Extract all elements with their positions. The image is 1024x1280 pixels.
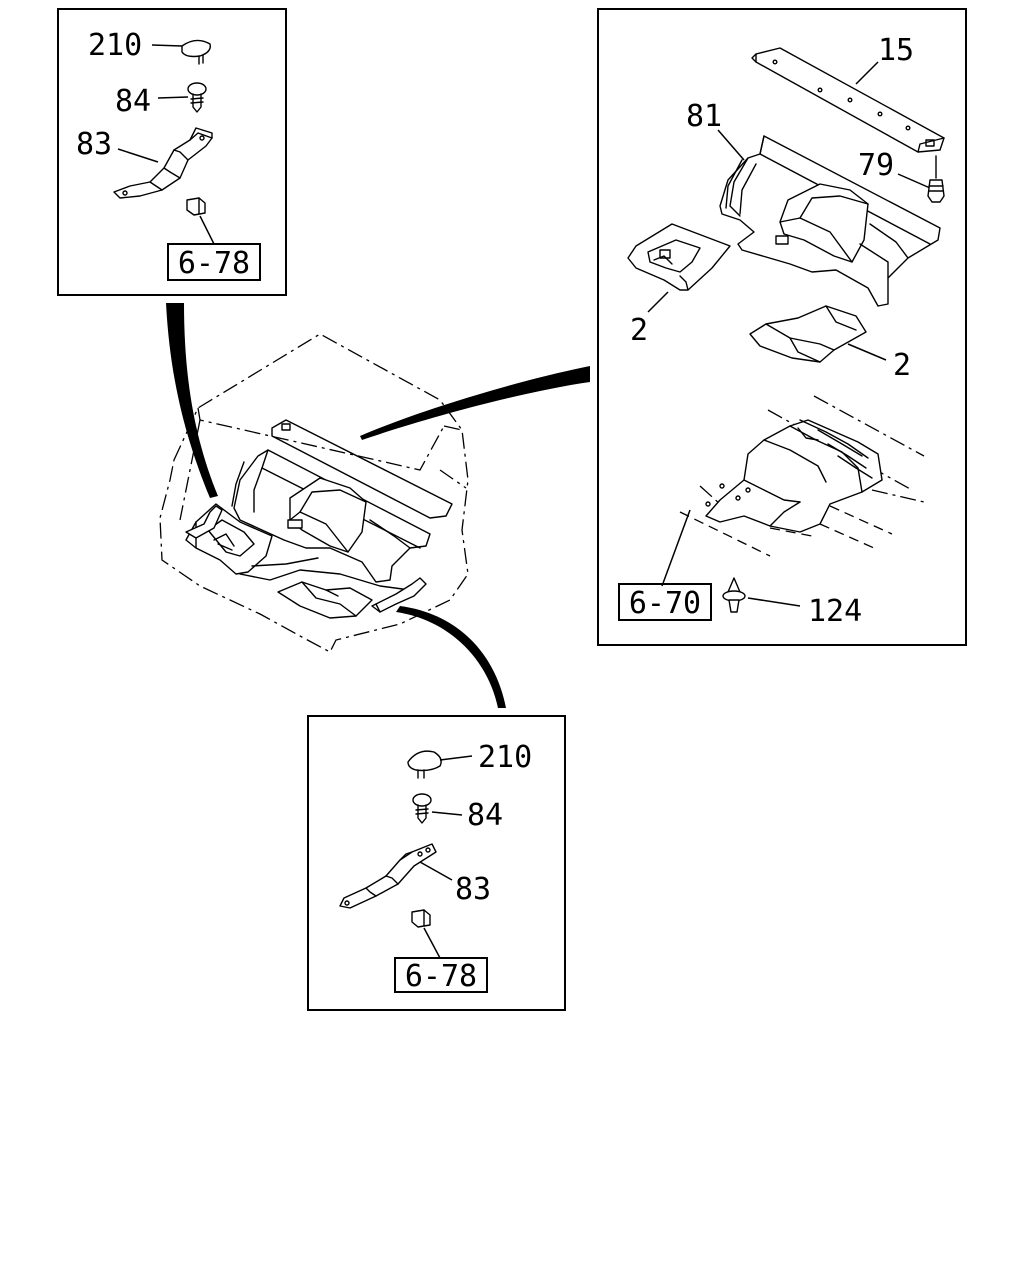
insulator-81 bbox=[719, 135, 941, 307]
cap-210-bottom bbox=[407, 750, 442, 779]
ref-6-78-top[interactable]: 6-78 bbox=[178, 246, 250, 281]
connector-right bbox=[360, 366, 590, 440]
screw-84-top bbox=[187, 82, 207, 113]
bracket-83-bottom bbox=[339, 843, 437, 909]
ref-6-78-bottom[interactable]: 6-78 bbox=[405, 959, 477, 994]
bracket-83-top bbox=[113, 127, 213, 199]
label-2-left: 2 bbox=[630, 313, 648, 348]
bottom-panel-border bbox=[307, 715, 566, 1011]
right-detail-panel: 15 81 bbox=[597, 8, 967, 646]
label-83-top: 83 bbox=[76, 127, 112, 162]
label-15: 15 bbox=[878, 33, 914, 68]
panel-15 bbox=[751, 47, 945, 153]
bottom-detail-panel: 210 84 83 6-78 bbox=[307, 715, 566, 1011]
cab-assembly bbox=[159, 333, 469, 653]
top-left-panel-border bbox=[57, 8, 287, 296]
ref-box-6-70[interactable] bbox=[618, 583, 712, 621]
clip-top bbox=[186, 197, 206, 216]
label-81: 81 bbox=[686, 99, 722, 134]
cap-210-top bbox=[181, 39, 211, 65]
ref-box-6-78-bottom[interactable] bbox=[394, 957, 488, 993]
ref-box-6-78-top[interactable] bbox=[167, 243, 261, 281]
label-210-bottom: 210 bbox=[478, 740, 532, 775]
label-83-bottom: 83 bbox=[455, 872, 491, 907]
label-210-top: 210 bbox=[88, 28, 142, 63]
floor-outline bbox=[679, 395, 925, 557]
label-2-right: 2 bbox=[893, 348, 911, 383]
ref-6-70[interactable]: 6-70 bbox=[629, 586, 701, 621]
label-84-bottom: 84 bbox=[467, 798, 503, 833]
pad-2-right bbox=[749, 305, 867, 363]
connector-bottom bbox=[396, 606, 506, 708]
pad-2-left bbox=[627, 223, 731, 291]
label-79: 79 bbox=[858, 148, 894, 183]
grommet-124 bbox=[722, 577, 746, 613]
screw-84-bottom bbox=[412, 793, 432, 824]
clip-79 bbox=[927, 155, 945, 203]
connector-top-left bbox=[166, 303, 218, 498]
label-84-top: 84 bbox=[115, 84, 151, 119]
clip-bottom bbox=[411, 909, 431, 928]
top-left-detail-panel: 210 84 83 bbox=[57, 8, 287, 296]
right-panel-border bbox=[597, 8, 967, 646]
label-124: 124 bbox=[808, 594, 862, 629]
